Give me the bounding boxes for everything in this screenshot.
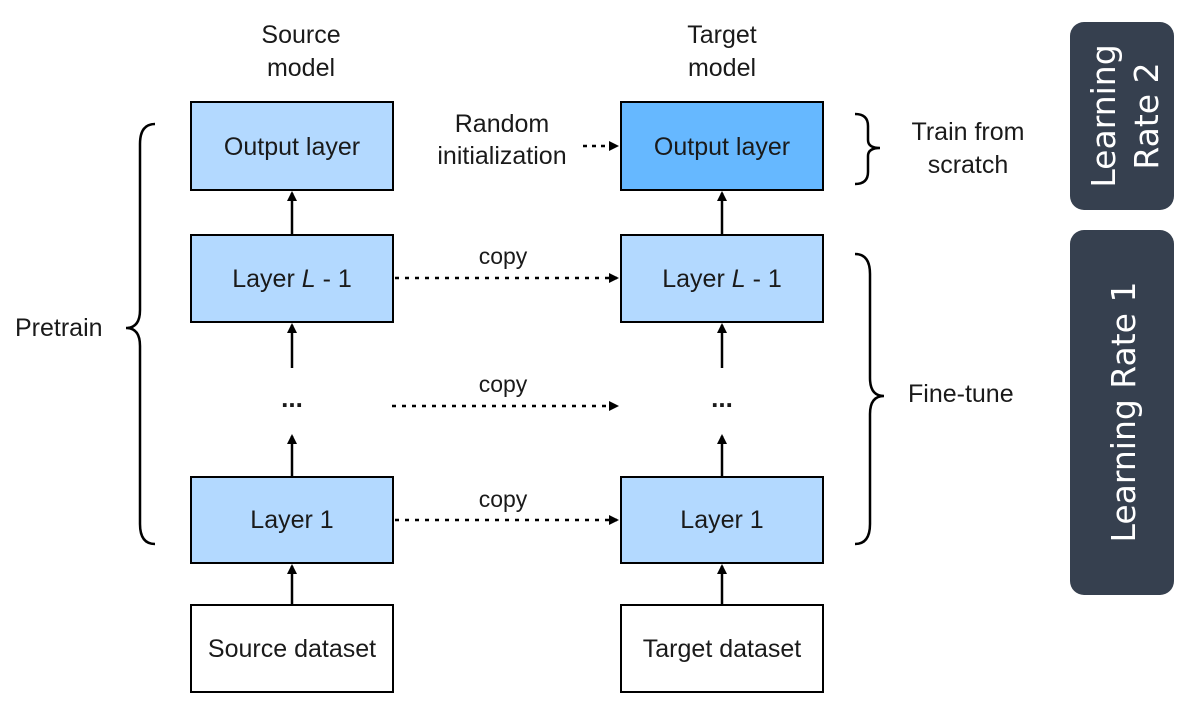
target-dataset-box bbox=[620, 604, 824, 693]
random-init-line2: initialization bbox=[437, 142, 566, 170]
target-model-title-line1: Target bbox=[687, 21, 757, 49]
target-layer1-label: Layer 1 bbox=[680, 506, 763, 534]
pretrain-label: Pretrain bbox=[15, 314, 103, 342]
source-layer-l1-box bbox=[190, 234, 394, 323]
source-layer-l1-label: Layer L - 1 bbox=[232, 265, 352, 293]
copy-label-layerl1: copy bbox=[479, 243, 528, 269]
target-dataset-label: Target dataset bbox=[643, 635, 801, 663]
train-from-scratch-line2: scratch bbox=[928, 151, 1009, 179]
random-init-line1: Random bbox=[455, 110, 550, 138]
fine-tune-brace bbox=[854, 252, 885, 546]
source-model-title-line2: model bbox=[267, 54, 335, 82]
target-layer1-box bbox=[620, 476, 824, 564]
source-layer1-label: Layer 1 bbox=[250, 506, 333, 534]
target-model-title-line2: model bbox=[688, 54, 756, 82]
source-ellipsis: ... bbox=[281, 383, 303, 413]
learning-rate-1-label: Learning Rate 1 bbox=[1104, 282, 1143, 543]
train-from-scratch-line1: Train from bbox=[912, 118, 1025, 146]
source-dataset-box bbox=[190, 604, 394, 693]
learning-rate-1-panel bbox=[1070, 230, 1174, 595]
copy-label-dots: copy bbox=[479, 371, 528, 397]
learning-rate-2-line1: Learning bbox=[1084, 44, 1123, 187]
source-dataset-label: Source dataset bbox=[208, 635, 376, 663]
copy-label-layer1: copy bbox=[479, 486, 528, 512]
fine-tune-label: Fine-tune bbox=[908, 380, 1014, 408]
source-model-title-line1: Source bbox=[261, 21, 340, 49]
learning-rate-2-line2: Rate 2 bbox=[1127, 62, 1166, 169]
source-output-layer-label: Output layer bbox=[224, 133, 360, 161]
target-output-layer-box bbox=[620, 101, 824, 191]
target-output-layer-label: Output layer bbox=[654, 133, 790, 161]
train-from-scratch-brace bbox=[854, 112, 881, 186]
pretrain-brace bbox=[125, 122, 156, 546]
source-output-layer-box bbox=[190, 101, 394, 191]
target-ellipsis: ... bbox=[711, 383, 733, 413]
target-layer-l1-box bbox=[620, 234, 824, 323]
learning-rate-2-panel bbox=[1070, 22, 1174, 210]
target-layer-l1-label: Layer L - 1 bbox=[662, 265, 782, 293]
